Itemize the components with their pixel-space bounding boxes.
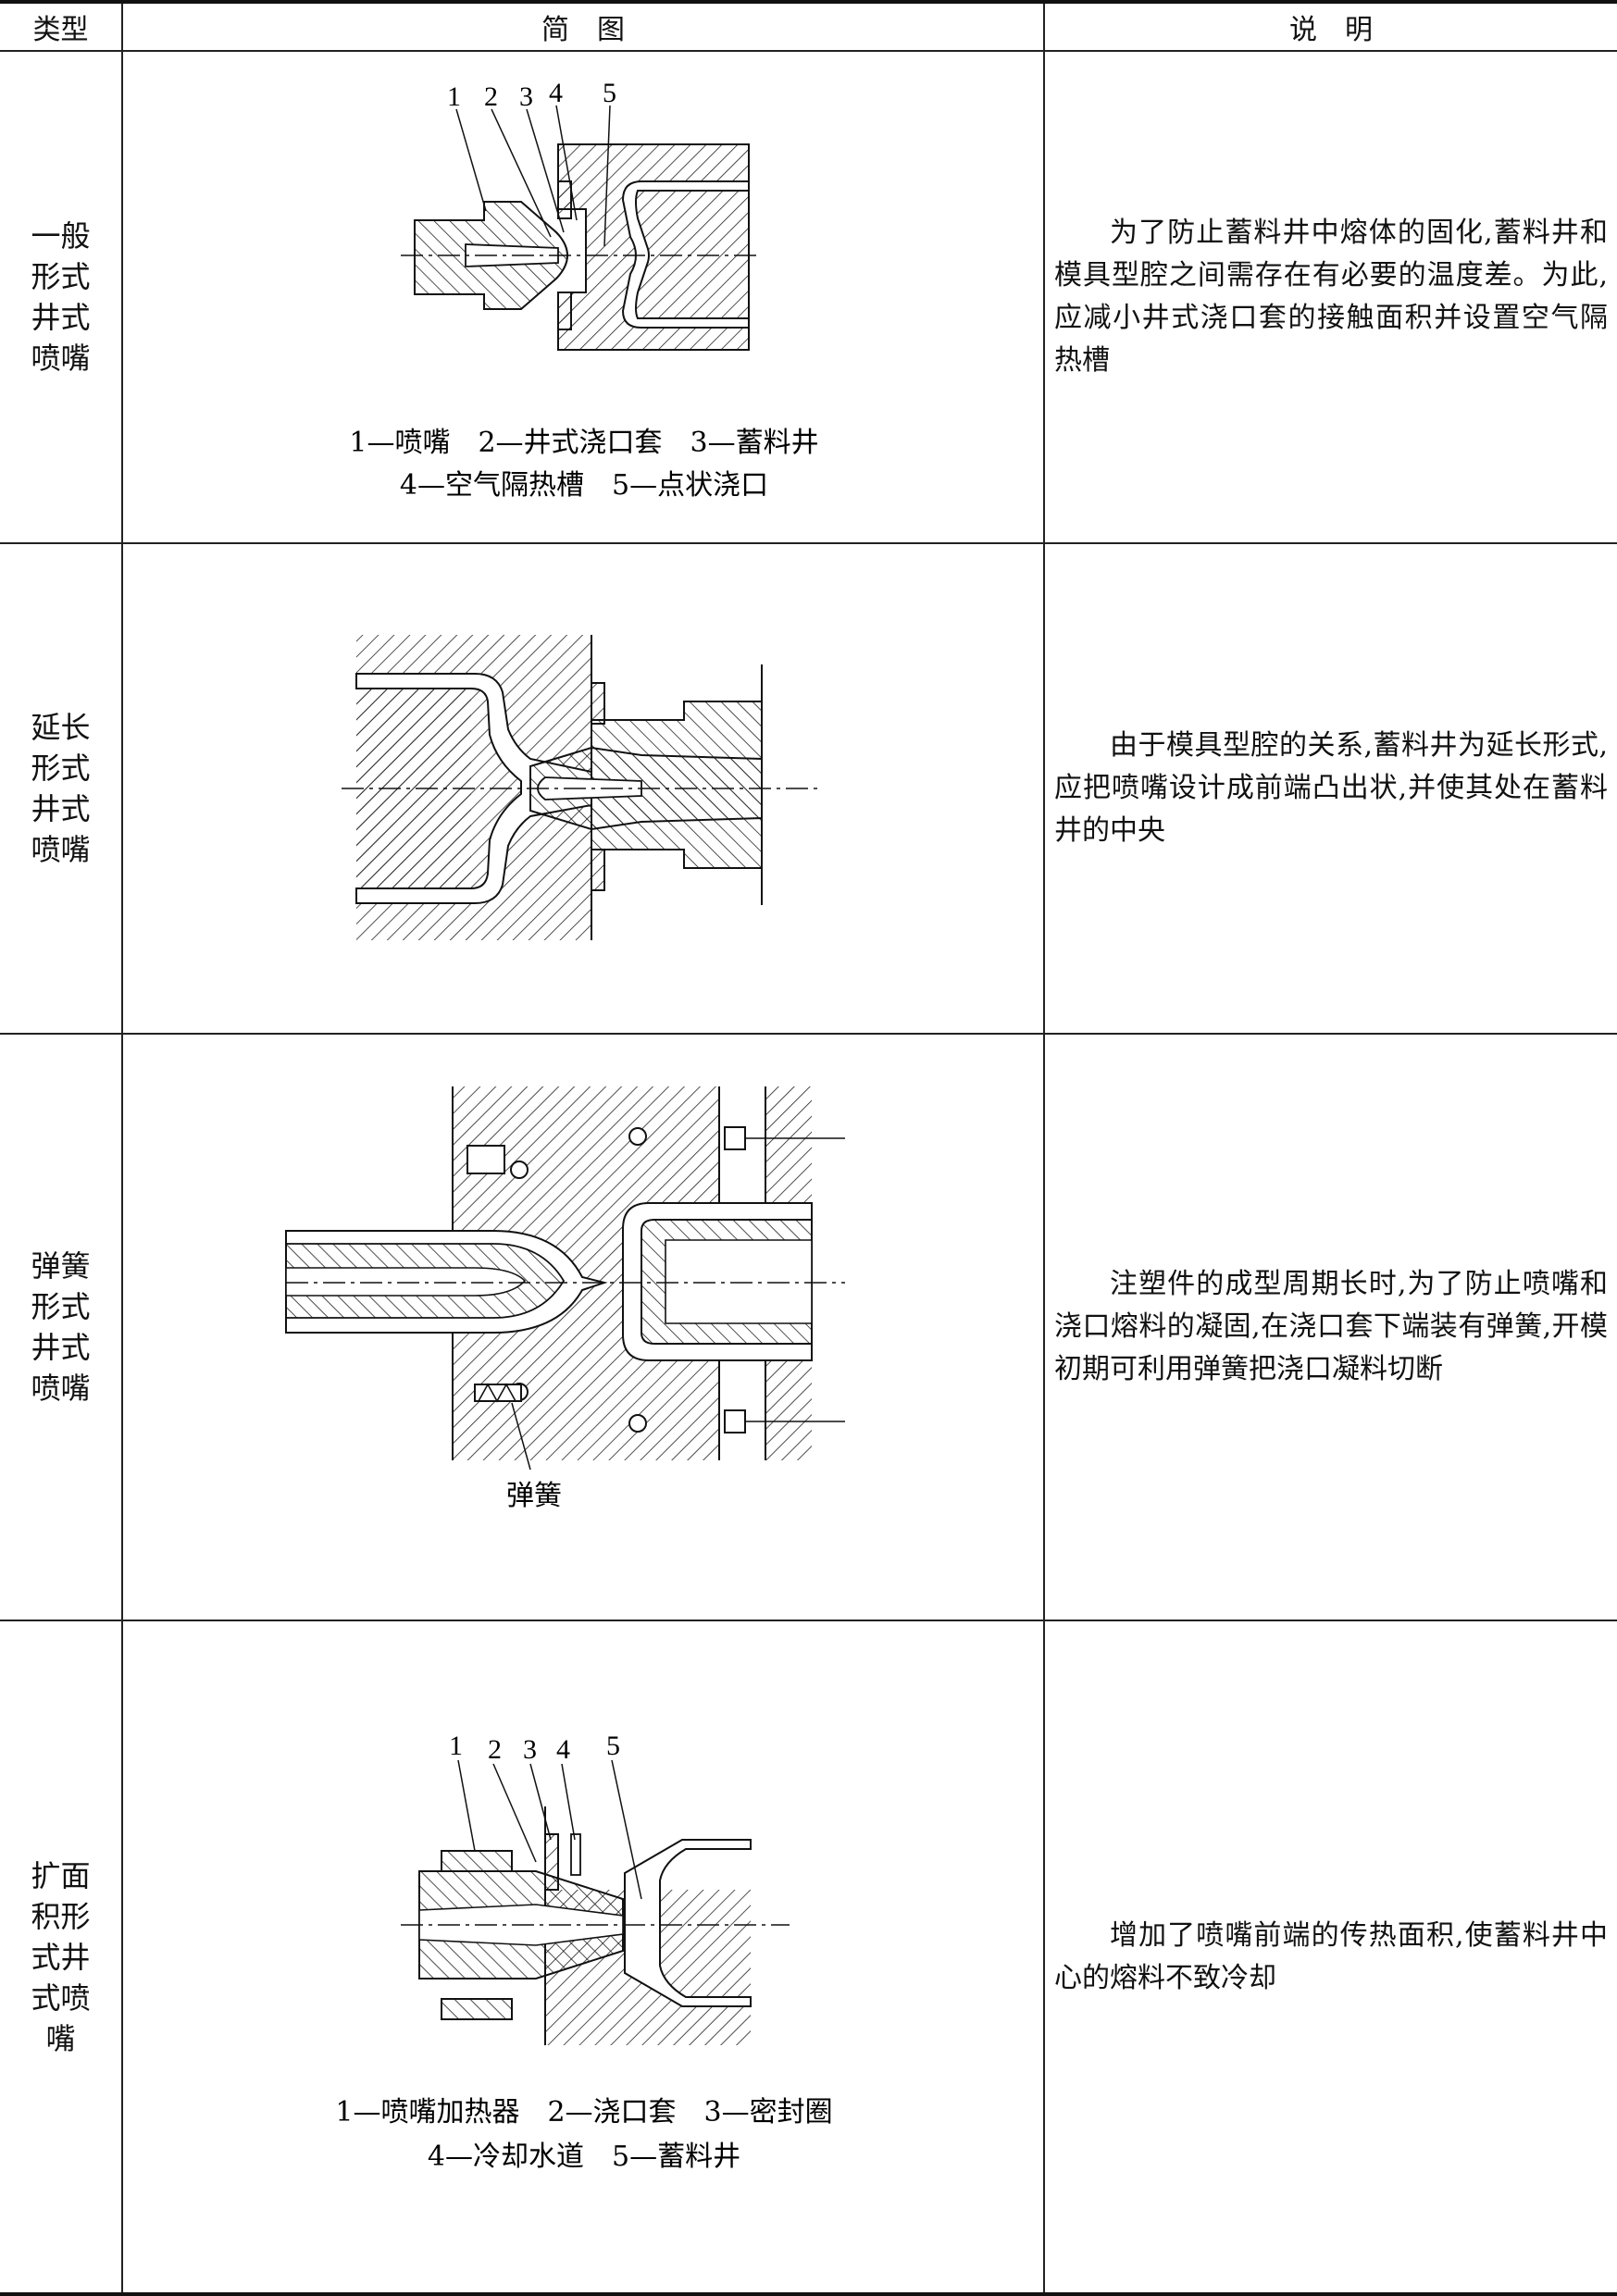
type-line: 喷嘴 [31,341,91,376]
callout-4: 4 [556,1734,570,1765]
callout-4: 4 [549,78,563,108]
callout-1: 1 [449,1731,463,1761]
desc-cell: 注塑件的成型周期长时,为了防止喷嘴和浇口熔料的凝固,在浇口套下端装有弹簧,开模初… [1043,1033,1617,1621]
desc-cell: 由于模具型腔的关系,蓄料井为延长形式,应把喷嘴设计成前端凸出状,并使其处在蓄料井… [1043,542,1617,1035]
type-line: 喷嘴 [31,832,91,867]
type-line: 井式 [31,300,91,335]
callout-1: 1 [447,81,461,112]
desc-text: 增加了喷嘴前端的传热面积,使蓄料井中心的熔料不致冷却 [1054,1918,1608,1994]
type-cell: 扩面 积形 式井 式喷 嘴 [0,1620,123,2295]
desc-text: 为了防止蓄料井中熔体的固化,蓄料井和模具型腔之间需存在有必要的温度差。为此,应减… [1054,217,1608,377]
extended-well-nozzle-diagram [342,635,817,940]
type-line: 形式 [31,259,91,294]
type-cell: 一般 形式 井式 喷嘴 [0,50,123,544]
callout-2: 2 [484,81,498,112]
spring-well-nozzle-diagram: 弹簧 [285,1086,845,1512]
type-line: 延长 [31,710,91,745]
desc-text: 注塑件的成型周期长时,为了防止喷嘴和浇口熔料的凝固,在浇口套下端装有弹簧,开模初… [1054,1268,1608,1385]
type-line: 嘴 [45,2020,76,2056]
figure-caption: 4—空气隔热槽 5—点状浇口 [400,469,768,502]
header-row: 类型 简 图 说 明 [0,1,1617,52]
type-line: 形式 [31,751,91,786]
type-line: 式喷 [31,1980,91,2016]
callout-3: 3 [523,1734,537,1765]
general-well-nozzle-diagram: 1 2 3 4 5 1—喷嘴 2—井式浇口套 3—蓄料井 4—空气隔热槽 5—点… [349,78,818,502]
figure-cell: 1 2 3 4 5 1—喷嘴加热器 2—浇口套 3—密封圈 4—冷却水道 5—蓄… [121,1620,1045,2295]
type-line: 式井 [31,1939,91,1975]
figure-cell [121,542,1045,1035]
spring-label: 弹簧 [506,1480,562,1512]
enlarged-area-well-nozzle-diagram: 1 2 3 4 5 1—喷嘴加热器 2—浇口套 3—密封圈 4—冷却水道 5—蓄… [335,1731,832,2173]
type-line: 弹簧 [31,1248,91,1284]
type-line: 井式 [31,791,91,826]
figure-cell: 弹簧 [121,1033,1045,1621]
header-desc: 说 明 [1043,1,1617,52]
callout-5: 5 [606,1731,620,1761]
table-row: 弹簧 形式 井式 喷嘴 [0,1033,1617,1621]
callout-2: 2 [488,1734,502,1765]
desc-text: 由于模具型腔的关系,蓄料井为延长形式,应把喷嘴设计成前端凸出状,并使其处在蓄料井… [1054,729,1608,847]
type-line: 喷嘴 [31,1371,91,1406]
header-figure: 简 图 [121,1,1045,52]
table-row: 扩面 积形 式井 式喷 嘴 [0,1620,1617,2295]
header-type: 类型 [0,1,123,52]
type-cell: 延长 形式 井式 喷嘴 [0,542,123,1035]
callout-3: 3 [519,81,533,112]
figure-cell: 1 2 3 4 5 1—喷嘴 2—井式浇口套 3—蓄料井 4—空气隔热槽 5—点… [121,50,1045,544]
callout-5: 5 [603,78,616,108]
figure-caption: 1—喷嘴加热器 2—浇口套 3—密封圈 [335,2096,832,2128]
type-cell: 弹簧 形式 井式 喷嘴 [0,1033,123,1621]
type-line: 一般 [31,218,91,254]
figure-caption: 1—喷嘴 2—井式浇口套 3—蓄料井 [349,427,818,459]
type-line: 形式 [31,1289,91,1324]
figure-caption: 4—冷却水道 5—蓄料井 [428,2141,740,2173]
table-row: 延长 形式 井式 喷嘴 [0,542,1617,1035]
desc-cell: 增加了喷嘴前端的传热面积,使蓄料井中心的熔料不致冷却 [1043,1620,1617,2295]
type-line: 井式 [31,1330,91,1365]
type-line: 积形 [31,1898,91,1934]
desc-cell: 为了防止蓄料井中熔体的固化,蓄料井和模具型腔之间需存在有必要的温度差。为此,应减… [1043,50,1617,544]
type-line: 扩面 [31,1857,91,1893]
table-row: 一般 形式 井式 喷嘴 [0,50,1617,544]
